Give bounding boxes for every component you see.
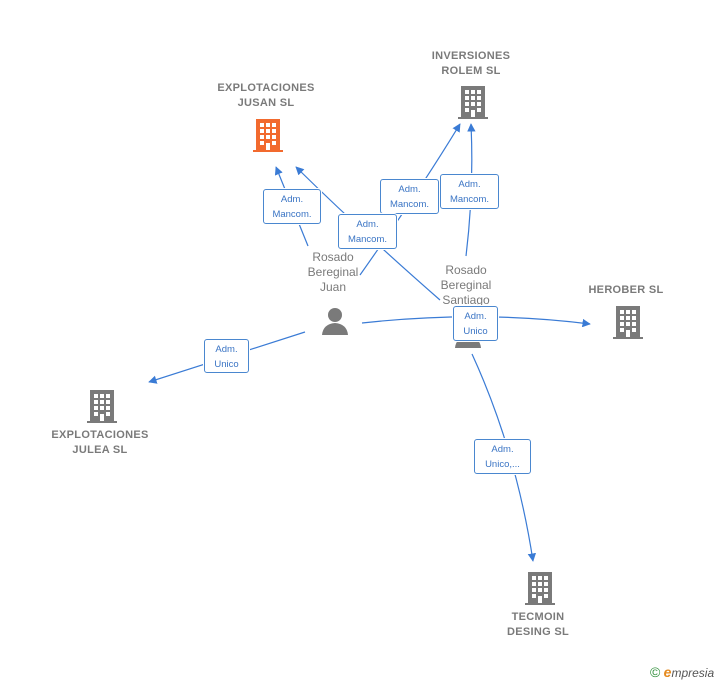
footer-watermark: © empresia <box>650 664 714 680</box>
company-label-explotaciones-julea[interactable]: EXPLOTACIONES JULEA SL <box>51 429 149 456</box>
relation-santiago-jusan[interactable]: Adm. Mancom. <box>338 214 397 249</box>
person-label-rosado-santiago[interactable]: Rosado Bereginal Santiago <box>440 263 492 307</box>
building-icon-tecmoin[interactable] <box>523 570 557 606</box>
company-label-herober[interactable]: HEROBER SL <box>588 284 664 296</box>
building-icon-inversiones-rolem[interactable] <box>456 84 490 120</box>
relation-santiago-rolem[interactable]: Adm. Mancom. <box>440 174 499 209</box>
building-icon-explotaciones-jusan[interactable] <box>251 117 285 153</box>
building-icon-herober[interactable] <box>611 304 645 340</box>
company-label-tecmoin[interactable]: TECMOIN DESING SL <box>507 611 569 638</box>
brand-logo-text: mpresia <box>671 666 715 680</box>
relation-juan-herober[interactable]: Adm. Unico <box>453 306 498 341</box>
relation-juan-julea[interactable]: Adm. Unico <box>204 339 249 373</box>
company-label-inversiones-rolem[interactable]: INVERSIONES ROLEM SL <box>431 50 511 77</box>
building-icon-explotaciones-julea[interactable] <box>85 388 119 424</box>
relation-juan-jusan[interactable]: Adm. Mancom. <box>263 189 321 224</box>
person-icon-rosado-juan[interactable] <box>319 305 351 337</box>
person-label-rosado-juan[interactable]: Rosado Bereginal Juan <box>307 250 359 294</box>
relation-santiago-tecmoin[interactable]: Adm. Unico,... <box>474 439 531 474</box>
company-label-explotaciones-jusan[interactable]: EXPLOTACIONES JUSAN SL <box>217 82 315 109</box>
relation-juan-rolem[interactable]: Adm. Mancom. <box>380 179 439 214</box>
copyright-icon: © <box>650 664 661 680</box>
brand-logo-initial: e <box>663 664 672 680</box>
